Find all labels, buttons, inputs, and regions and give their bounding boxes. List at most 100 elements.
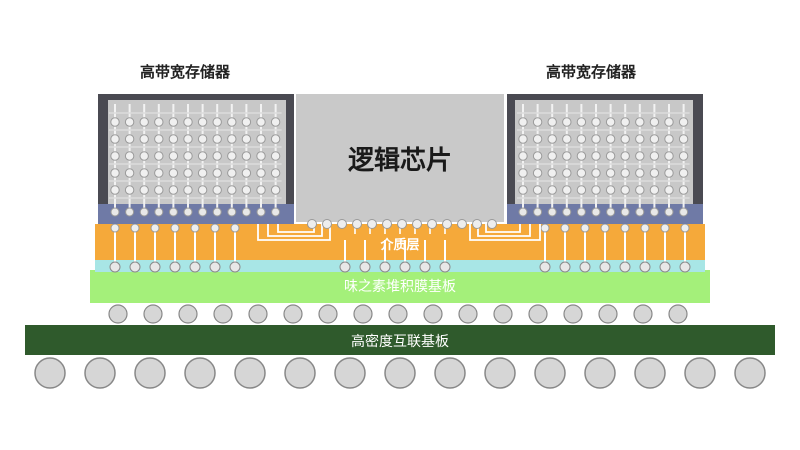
micro-bump — [635, 117, 645, 127]
micro-bump — [518, 151, 528, 161]
micro-bump — [562, 207, 572, 217]
micro-bump — [619, 261, 631, 273]
micro-bump — [256, 207, 266, 217]
micro-bump — [139, 185, 149, 195]
logic-chip — [296, 94, 504, 222]
micro-bump — [209, 261, 221, 273]
micro-bump — [197, 151, 208, 161]
micro-bump — [547, 117, 557, 127]
micro-bump — [576, 117, 587, 127]
micro-bump — [110, 168, 120, 178]
micro-bump — [649, 185, 660, 195]
solder-ball — [178, 304, 198, 324]
micro-bump — [168, 151, 179, 161]
micro-bump — [212, 117, 222, 127]
micro-bump — [197, 117, 208, 127]
micro-bump — [168, 207, 178, 217]
micro-bump — [256, 117, 266, 127]
abf-substrate — [90, 270, 710, 303]
micro-bump — [576, 151, 587, 161]
solder-ball — [84, 357, 116, 389]
micro-bump — [547, 207, 557, 217]
micro-bump — [270, 168, 281, 178]
micro-bump — [168, 134, 179, 144]
micro-bump — [540, 223, 550, 233]
micro-bump — [241, 185, 252, 195]
micro-bump — [620, 223, 630, 233]
micro-bump — [256, 134, 266, 144]
solder-ball — [213, 304, 233, 324]
micro-bump — [635, 134, 645, 144]
micro-bump — [532, 134, 543, 144]
micro-bump — [150, 223, 160, 233]
micro-bump — [639, 261, 651, 273]
interconnect-board-label: 高密度互联基板 — [351, 334, 449, 350]
micro-bump — [576, 134, 587, 144]
hbm-tsv-array-right — [517, 104, 690, 217]
micro-bump — [442, 219, 452, 229]
micro-bump — [183, 168, 193, 178]
micro-bump — [562, 168, 572, 178]
micro-bump — [241, 134, 252, 144]
substrate-solder-balls — [108, 304, 688, 324]
micro-bump — [640, 223, 650, 233]
micro-bump — [620, 207, 630, 217]
micro-bump — [322, 219, 332, 229]
logic-chip-label: 逻辑芯片 — [347, 146, 452, 176]
micro-bump — [227, 151, 237, 161]
micro-bump — [110, 117, 120, 127]
micro-bump — [110, 185, 120, 195]
micro-bump — [678, 185, 689, 195]
micro-bump — [660, 223, 670, 233]
micro-bump — [678, 134, 689, 144]
hbm-stack-left — [98, 94, 294, 224]
micro-bump — [129, 261, 141, 273]
micro-bump — [189, 261, 201, 273]
micro-bump — [591, 168, 601, 178]
micro-bump — [679, 261, 691, 273]
solder-ball — [528, 304, 548, 324]
micro-bump — [241, 151, 252, 161]
micro-bump — [472, 219, 482, 229]
micro-bump — [139, 168, 149, 178]
micro-bump — [580, 223, 590, 233]
micro-bump — [576, 168, 587, 178]
micro-bump — [139, 151, 149, 161]
micro-bump — [532, 168, 543, 178]
micro-bump — [382, 219, 392, 229]
bottom-solder-balls — [34, 357, 766, 389]
micro-bump — [562, 117, 572, 127]
micro-bump — [110, 223, 120, 233]
solder-ball — [563, 304, 583, 324]
micro-bump — [197, 185, 208, 195]
micro-bump — [649, 117, 660, 127]
micro-bump — [620, 185, 630, 195]
micro-bump — [154, 168, 164, 178]
micro-bump — [419, 261, 431, 273]
bridge-trace — [469, 212, 541, 241]
micro-bump — [591, 207, 601, 217]
micro-bump — [518, 134, 528, 144]
solder-ball — [318, 304, 338, 324]
micro-bump — [620, 134, 630, 144]
micro-bump — [539, 261, 551, 273]
solder-ball — [734, 357, 766, 389]
solder-ball — [458, 304, 478, 324]
micro-bump — [562, 185, 572, 195]
micro-bump — [154, 134, 164, 144]
micro-bump — [124, 134, 135, 144]
micro-bump — [352, 219, 362, 229]
micro-bump — [110, 151, 120, 161]
micro-bump — [562, 151, 572, 161]
micro-bump — [591, 117, 601, 127]
micro-bump — [169, 261, 181, 273]
micro-bump — [533, 207, 543, 217]
solder-ball — [384, 357, 416, 389]
micro-bump — [170, 223, 180, 233]
micro-bump — [532, 185, 543, 195]
micro-bump — [591, 185, 601, 195]
micro-bump — [678, 117, 689, 127]
micro-bump — [532, 151, 543, 161]
micro-bump — [241, 117, 252, 127]
